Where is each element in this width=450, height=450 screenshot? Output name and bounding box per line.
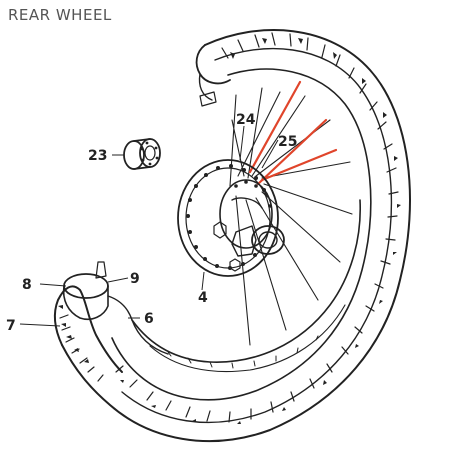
callout-9: 9 — [130, 271, 140, 287]
callout-24: 24 — [236, 112, 256, 128]
callout-6: 6 — [144, 311, 154, 327]
callout-8: 8 — [22, 277, 32, 293]
callout-25: 25 — [278, 134, 297, 150]
callout-23: 23 — [88, 148, 107, 164]
callouts: 23 24 25 4 8 9 6 7 — [6, 112, 297, 334]
spokes — [229, 87, 353, 346]
tube-cutaway-top — [195, 44, 231, 107]
rim-band — [131, 199, 362, 373]
callout-7: 7 — [6, 318, 16, 334]
callout-4: 4 — [198, 290, 208, 306]
highlighted-spokes — [248, 80, 338, 186]
brake-disc — [177, 159, 279, 277]
diagram-title: REAR WHEEL — [8, 6, 112, 24]
bearing — [123, 138, 161, 170]
inner-tube-cut — [62, 261, 169, 355]
hub — [213, 179, 285, 272]
tire — [61, 29, 411, 443]
leader-lines — [19, 125, 279, 327]
tire-cutaway — [53, 285, 123, 382]
